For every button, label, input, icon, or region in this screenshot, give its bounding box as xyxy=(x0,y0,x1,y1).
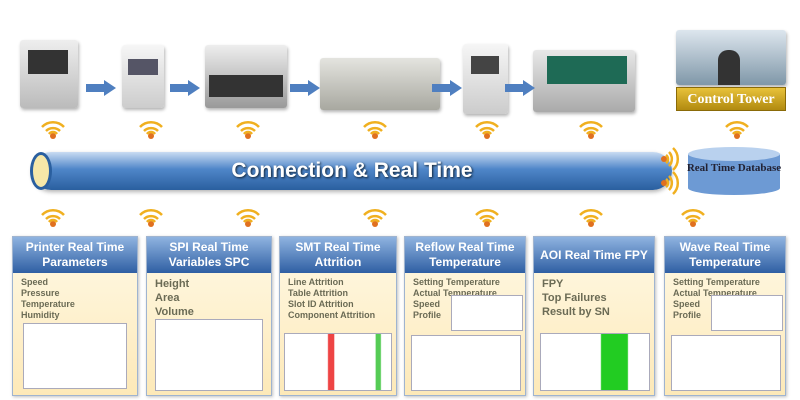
pipe-end-cap xyxy=(30,152,52,190)
panel-item: Area xyxy=(155,292,180,304)
profile-chart-screenshot xyxy=(451,295,523,331)
panel-item: Profile xyxy=(413,310,442,320)
panel-item: Speed xyxy=(673,299,701,309)
reflow-oven xyxy=(320,58,440,110)
panel-item: Setting Temperature xyxy=(673,277,760,287)
wireless-icon xyxy=(660,170,682,196)
spc-chart-screenshot xyxy=(155,319,263,391)
wireless-icon xyxy=(362,206,388,228)
wireless-icon xyxy=(138,118,164,140)
wireless-icon xyxy=(660,146,682,172)
wireless-icon xyxy=(474,118,500,140)
wave-solder-machine xyxy=(533,50,635,112)
panel-title: SPI Real Time Variables SPC xyxy=(147,237,271,273)
wireless-icon xyxy=(40,206,66,228)
arrow-icon xyxy=(505,80,535,96)
panel-title: Printer Real Time Parameters xyxy=(13,237,137,273)
panel-item: Pressure xyxy=(21,288,60,298)
report-screenshot xyxy=(23,323,127,389)
wireless-icon xyxy=(724,118,750,140)
panel-item: Table Attrition xyxy=(288,288,348,298)
panel-item: Temperature xyxy=(21,299,75,309)
smt-machine xyxy=(205,45,287,108)
connection-pipe: Connection & Real Time xyxy=(32,152,672,190)
panel-item: Result by SN xyxy=(542,306,610,318)
aoi-machine xyxy=(463,44,508,114)
wireless-icon xyxy=(578,206,604,228)
wireless-icon xyxy=(362,118,388,140)
panel-item: FPY xyxy=(542,278,564,290)
panel-title: AOI Real Time FPY xyxy=(534,237,654,273)
arrow-icon xyxy=(86,80,116,96)
wireless-icon xyxy=(474,206,500,228)
panel-item: Setting Temperature xyxy=(413,277,500,287)
panel-item: Component Attrition xyxy=(288,310,376,320)
temperature-table-screenshot xyxy=(411,335,521,391)
panel-item: Volume xyxy=(155,306,194,318)
panel-title: Reflow Real Time Temperature xyxy=(405,237,525,273)
arrow-icon xyxy=(432,80,462,96)
database-cylinder-icon xyxy=(688,147,780,195)
wireless-icon xyxy=(138,206,164,228)
panel-item: Actual Temperature xyxy=(413,288,497,298)
panel-item: Height xyxy=(155,278,190,290)
panel-title: Wave Real Time Temperature xyxy=(665,237,785,273)
arrow-icon xyxy=(170,80,200,96)
control-tower-label: Control Tower xyxy=(676,87,786,111)
fpy-screenshot xyxy=(540,333,650,391)
attrition-table-screenshot xyxy=(284,333,392,391)
panel-item: Actual Temperature xyxy=(673,288,757,298)
panel-item: Profile xyxy=(673,310,702,320)
wireless-icon xyxy=(235,118,261,140)
wireless-icon xyxy=(40,118,66,140)
control-room-image xyxy=(676,30,786,85)
panel-item: Speed xyxy=(21,277,49,287)
wireless-icon xyxy=(578,118,604,140)
panel-item: Slot ID Attrition xyxy=(288,299,354,309)
panel-title: SMT Real Time Attrition xyxy=(280,237,396,273)
panel-item: Speed xyxy=(413,299,441,309)
wireless-icon xyxy=(680,206,706,228)
panel-item: Line Attrition xyxy=(288,277,344,287)
arrow-icon xyxy=(290,80,320,96)
panel-item: Humidity xyxy=(21,310,60,320)
wireless-icon xyxy=(235,206,261,228)
panel-item: Top Failures xyxy=(542,292,607,304)
panel-reflow: Reflow Real Time Temperature Setting Tem… xyxy=(404,236,526,396)
pipe-label: Connection & Real Time xyxy=(231,159,473,182)
profile-chart-screenshot xyxy=(711,295,783,331)
panel-wave: Wave Real Time Temperature Setting Tempe… xyxy=(664,236,786,396)
temperature-table-screenshot xyxy=(671,335,781,391)
printer-machine xyxy=(20,40,78,108)
database-label: Real Time Database xyxy=(686,162,782,174)
spi-machine xyxy=(122,45,164,108)
